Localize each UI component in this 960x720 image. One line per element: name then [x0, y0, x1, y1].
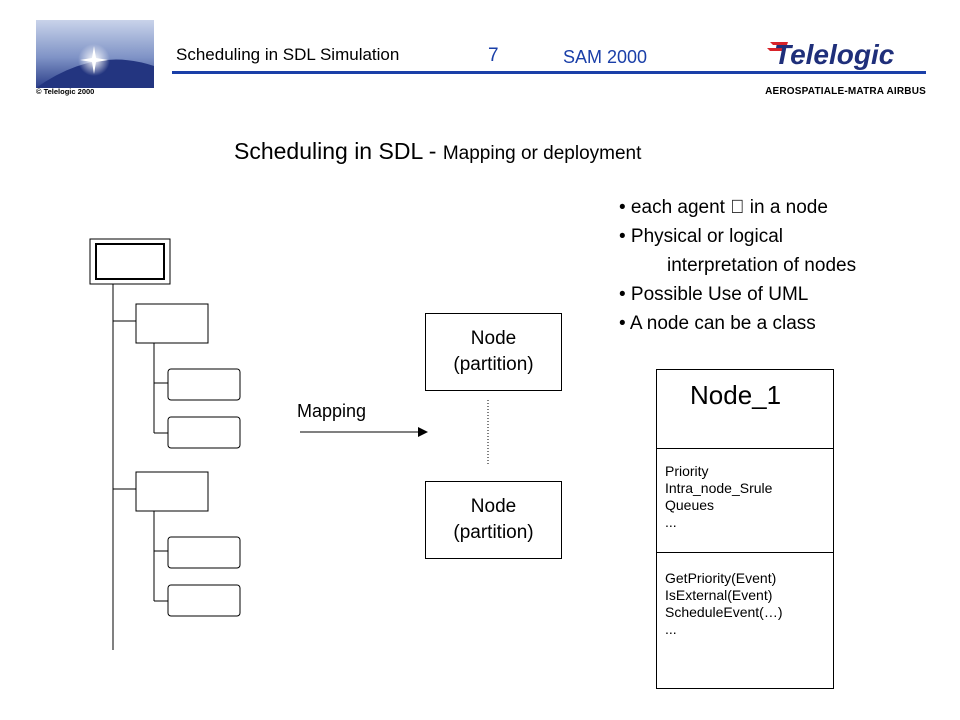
leaf-block-3 [167, 536, 241, 569]
mapping-arrow-head [418, 427, 428, 437]
slide-title-sub: Mapping or deployment [442, 143, 642, 164]
root-block-inner [95, 243, 165, 280]
bullet-item: • each agent  in a node [619, 197, 828, 218]
class-operation: ... [665, 621, 677, 637]
node-partition-label: (partition) [453, 354, 534, 375]
class-attribute: Queues [665, 497, 715, 513]
client-label: AEROSPATIALE-MATRA AIRBUS [765, 86, 926, 97]
leaf-block-4 [167, 584, 241, 617]
leaf-block-2 [167, 416, 241, 449]
header-rule [172, 71, 926, 74]
page-number: 7 [488, 45, 499, 66]
slide-title-main: Scheduling in SDL - [234, 138, 443, 164]
node-label: Node [470, 328, 517, 349]
class-attribute: ... [665, 514, 677, 530]
class-attributes: Priority Intra_node_Srule Queues ... [665, 463, 772, 531]
node-label: Node [470, 496, 517, 517]
node-partition-label: (partition) [453, 522, 534, 543]
mapping-label: Mapping [297, 401, 367, 421]
class-box [656, 369, 834, 689]
root-block-outer [89, 238, 171, 285]
copyright-text: © Telelogic 2000 [36, 87, 95, 96]
telelogic-wordmark: Telelogic [774, 39, 895, 70]
class-attribute: Intra_node_Srule [665, 480, 773, 496]
class-divider [656, 552, 833, 553]
bullet-item: • Physical or logical [619, 226, 783, 247]
class-operation: GetPriority(Event) [665, 570, 777, 586]
bullet-item: • A node can be a class [619, 313, 816, 334]
class-operation: IsExternal(Event) [665, 587, 773, 603]
bullet-item: • Possible Use of UML [619, 284, 809, 305]
child-block-1 [135, 303, 209, 344]
node-partition-bottom: Node (partition) [425, 481, 562, 559]
header-logo-image [36, 20, 154, 88]
node-partition-top: Node (partition) [425, 313, 562, 391]
conference-label: SAM 2000 [563, 47, 648, 67]
slide-title: Scheduling in SDL - Mapping or deploymen… [234, 138, 641, 165]
class-operations: GetPriority(Event) IsExternal(Event) Sch… [665, 570, 783, 638]
class-attribute: Priority [665, 463, 709, 479]
child-block-2 [135, 471, 209, 512]
leaf-block-1 [167, 368, 241, 401]
bullet-item-continuation: interpretation of nodes [667, 255, 857, 276]
class-operation: ScheduleEvent(…) [665, 604, 783, 620]
bullet-list: • each agent  in a node • Physical or l… [619, 193, 856, 338]
telelogic-logo: Telelogic [764, 36, 928, 70]
header-title: Scheduling in SDL Simulation [176, 45, 400, 64]
class-name: Node_1 [690, 380, 782, 410]
class-divider [656, 448, 833, 449]
